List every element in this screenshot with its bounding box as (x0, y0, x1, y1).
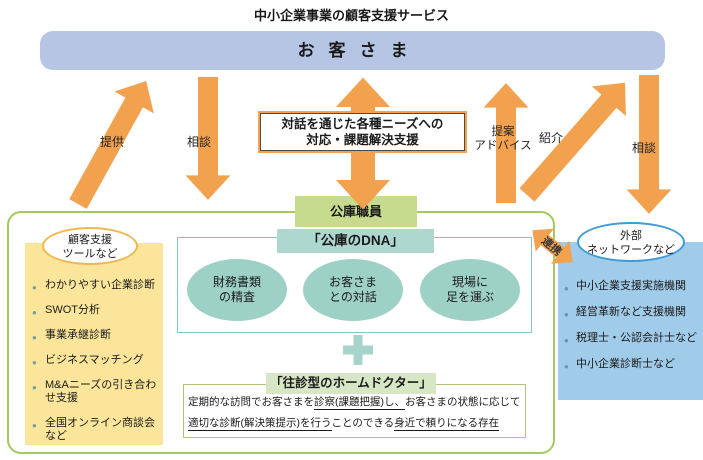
tools-oval-line2: ツールなど (62, 247, 118, 260)
dialog-support-box: 対話を通じた各種ニーズへの 対応・課題解決支援 (258, 111, 467, 153)
tools-oval-line1: 顧客支援 (68, 234, 112, 246)
list-item: ビジネスマッチング (32, 354, 157, 369)
koko-staff-box: 公庫職員 (295, 196, 417, 227)
proposal-label-line1: 提案 (491, 126, 515, 138)
dna-ellipse-onsite: 現場に 足を運ぶ (420, 259, 520, 321)
consult-left-arrow-label: 相談 (186, 135, 212, 149)
list-item: 経営革新など支援機関 (564, 306, 699, 321)
introduce-arrow-label: 紹介 (538, 131, 564, 145)
ellipse-line: の精査 (218, 290, 255, 304)
proposal-label-line2: アドバイス (474, 140, 532, 152)
introduce-arrow (519, 82, 626, 202)
provide-arrow (69, 80, 154, 209)
home-doctor-header: 「往診型のホームドクター」 (266, 373, 436, 394)
dna-ellipse-dialogue: お客さま との対話 (303, 259, 403, 321)
network-list: 中小企業支援実施機関 経営革新など支援機関 税理士・公認会計士など 中小企業診断… (558, 242, 703, 373)
list-item: 中小企業診断士など (564, 358, 699, 373)
customer-bar: お客さま (40, 31, 665, 70)
tools-panel: わかりやすい企業診断 SWOT分析 事業承継診断 ビジネスマッチング M&Aニー… (25, 243, 163, 445)
network-oval-line1: 外部 (620, 230, 642, 242)
page-title: 中小企業事業の顧客支援サービス (253, 8, 449, 23)
tools-oval-label: 顧客支援 ツールなど (42, 227, 138, 265)
dialog-support-line1: 対話を通じた各種ニーズへの (281, 117, 444, 131)
network-oval-label: 外部 ネットワークなど (577, 222, 685, 262)
network-panel: 中小企業支援実施機関 経営革新など支援機関 税理士・公認会計士など 中小企業診断… (558, 242, 703, 400)
doctor-text: 定期的な訪問でお客さまを (188, 396, 314, 408)
ellipse-line: 足を運ぶ (445, 290, 494, 304)
ellipse-line: お客さま (328, 275, 377, 289)
home-doctor-box: 定期的な訪問でお客さまを診察(課題把握)し、お客さまの状態に応じて 適切な診断(… (183, 384, 526, 438)
list-item: M&Aニーズの引き合わせ支援 (32, 379, 157, 405)
tools-list: わかりやすい企業診断 SWOT分析 事業承継診断 ビジネスマッチング M&Aニー… (25, 243, 163, 443)
network-oval-line2: ネットワークなど (587, 243, 675, 256)
ellipse-line: 現場に (451, 275, 488, 289)
doctor-text-underlined: 身近で頼りになる存在 (394, 417, 500, 431)
provide-arrow-label: 提供 (99, 135, 125, 149)
list-item: 事業承継診断 (32, 329, 157, 344)
dna-header: 「公庫のDNA」 (277, 229, 434, 253)
proposal-advice-arrow-label: 提案 アドバイス (474, 125, 531, 153)
doctor-text-underlined: 適切な診断(解決策提示)を行う (188, 417, 332, 431)
doctor-text: お客さまの状態に応じて (405, 396, 521, 408)
list-item: 中小企業支援実施機関 (564, 280, 699, 295)
dna-ellipse-documents: 財務書類 の精査 (187, 259, 287, 321)
dialog-support-line2: 対応・課題解決支援 (306, 133, 419, 147)
ellipse-line: 財務書類 (212, 275, 261, 289)
list-item: SWOT分析 (32, 304, 157, 319)
doctor-text: ことのできる (331, 417, 395, 429)
doctor-text-underlined: 診察(課題把握)し、 (314, 396, 405, 410)
consult-right-arrow-label: 相談 (631, 141, 657, 155)
ellipse-line: との対話 (329, 290, 377, 304)
list-item: 税理士・公認会計士など (564, 332, 699, 347)
list-item: わかりやすい企業診断 (32, 279, 157, 294)
list-item: 全国オンライン商談会など (32, 417, 157, 443)
